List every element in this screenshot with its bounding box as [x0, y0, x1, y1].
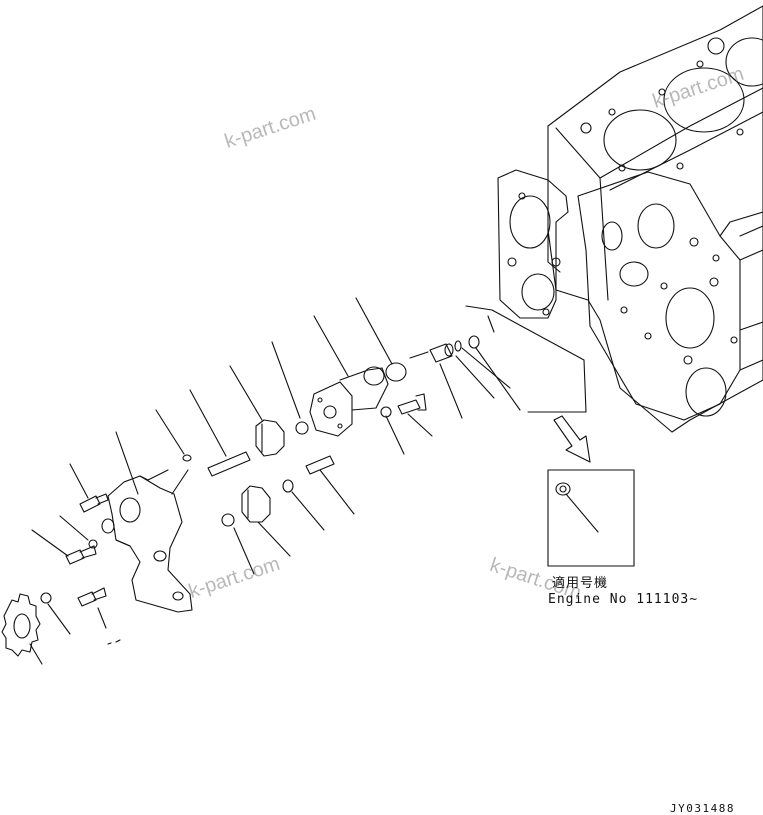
inset-title: 適用号機 — [552, 576, 609, 591]
engine-block-drawing — [497, 5, 763, 433]
oil-pump-gear-lower — [221, 479, 325, 575]
sprocket-gear — [1, 593, 43, 665]
inset-callout-arrow — [465, 305, 635, 567]
bolt-part — [31, 463, 109, 629]
oil-pump-cover — [309, 315, 433, 455]
pin-part — [40, 389, 355, 635]
drawing-id: JY031488 — [670, 802, 735, 815]
oil-pump-assembly — [101, 431, 193, 613]
plug-part — [355, 297, 521, 419]
oil-pump-gear-upper — [229, 341, 309, 457]
inset-engine-serial: Engine No 111103~ — [548, 592, 699, 607]
